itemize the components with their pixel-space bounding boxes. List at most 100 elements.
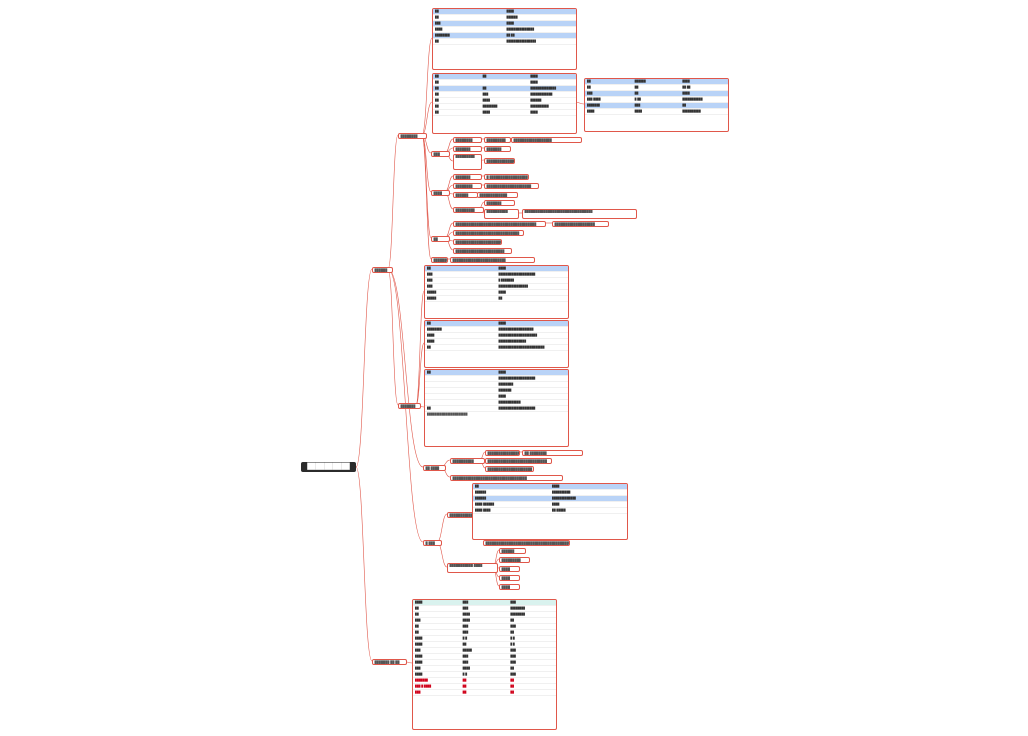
table-row: █████████ [585, 90, 728, 97]
node-n32[interactable]: ██ ████████ [522, 450, 583, 456]
table-cell: ██ [433, 38, 505, 45]
node-n31[interactable]: ████████████████████████████ [485, 450, 520, 456]
root-topic[interactable]: ██████████ [301, 462, 356, 472]
node-n19[interactable]: ██████████ [484, 209, 519, 219]
node-n23[interactable]: ███████████████████ [552, 221, 609, 227]
table-cell [425, 381, 497, 388]
table-cell: ████ [413, 600, 461, 606]
table-row: ██████████ [413, 659, 556, 666]
branch-d[interactable]: █ ███ [423, 540, 442, 546]
table-cell: ██ ██ [680, 84, 728, 91]
table-row: ████████████████ [473, 489, 627, 496]
node-n13[interactable]: ████████ [453, 183, 482, 189]
table-row: ███████████████████████████ [425, 344, 568, 351]
node-n21[interactable]: ██ [431, 236, 450, 242]
table-row: ██████ [425, 321, 568, 327]
table-cell: ███ [460, 623, 509, 630]
node-n8[interactable]: █████████ [453, 154, 482, 170]
node-n20[interactable]: ████████████████████████████████ [522, 209, 637, 219]
table-cell: ███ ████ [585, 96, 633, 103]
table-cell: █████ [425, 295, 497, 302]
node-n16[interactable]: █████████████ [477, 192, 518, 198]
table-cell: ██ [425, 344, 497, 351]
table-cell: █ █ [508, 635, 556, 642]
node-n41[interactable]: ████ [499, 566, 520, 572]
table-cell: ███ [433, 20, 505, 27]
table-cell: ███████ [413, 677, 461, 684]
table-cell: ███ [508, 653, 556, 660]
branch-a[interactable]: ██████ [372, 267, 393, 273]
table-cell: ██ [632, 90, 681, 97]
node-n6[interactable]: ███████ [453, 146, 482, 152]
table-cell: ██ [433, 74, 481, 80]
table-cell: ██████████ [528, 103, 576, 110]
table-row: ███████████ [413, 647, 556, 654]
node-n11[interactable]: ███████ [453, 174, 482, 180]
table-row: ████ ██████ █████ [473, 507, 627, 514]
table-row: █████████ [413, 617, 556, 624]
table-row: ███████████████████ [473, 495, 627, 502]
table-row: ████████████████████ [425, 375, 568, 382]
table-row: █████████ [425, 289, 568, 296]
table-row: █████████████████████████ [425, 332, 568, 339]
table-cell [425, 387, 497, 394]
node-n22[interactable]: ██████████████████████████████████████ [453, 221, 546, 227]
node-n42[interactable]: ████ [499, 575, 520, 581]
table-cell: ████ [680, 79, 728, 85]
node-n18[interactable]: ███████ [484, 200, 515, 206]
connector [355, 268, 373, 468]
table-cell: ████ [413, 641, 461, 648]
table-cell: ████████████ [528, 91, 576, 98]
node-n39[interactable]: ██████ [499, 548, 526, 554]
table-row: ███████ [413, 689, 556, 696]
node-n37[interactable]: ████████████████████████████████████████… [483, 540, 570, 546]
branch-a2[interactable]: ███████ [398, 403, 421, 409]
table-cell: ███ [585, 90, 633, 97]
table-cell: ████████████████ [504, 38, 576, 45]
table-cell: ██ [680, 102, 728, 109]
node-n33[interactable]: ████████████████████████████ [485, 458, 552, 464]
node-n38[interactable]: ███████████ ████ [447, 563, 498, 573]
table-cell: ███ [425, 271, 497, 278]
table-row: ████████ [425, 381, 568, 388]
node-n43[interactable]: ████ [499, 584, 520, 590]
branch-c1[interactable]: ██ ████ [423, 465, 446, 471]
node-n35[interactable]: ███████████████████████████████████ [450, 475, 563, 481]
table-cell: ████ [504, 9, 576, 15]
table-row: ██████████████ [413, 611, 556, 618]
table-cell: ████ [680, 90, 728, 97]
node-n30[interactable]: ██████████ [450, 458, 485, 464]
table-row: █████ ████ [413, 671, 556, 678]
table-row: ███████ █ [413, 641, 556, 648]
table-row: ██████████████████ [585, 108, 728, 115]
node-n27[interactable]: ████████ [431, 257, 448, 263]
table-cell: ███ [508, 600, 556, 606]
node-n5[interactable]: ██████████████████ [511, 137, 582, 143]
node-n2[interactable]: ███ [431, 151, 450, 157]
branch-e[interactable]: ███████ ██ ██ [372, 659, 407, 665]
table-cell: ████████ [496, 381, 568, 388]
node-n34[interactable]: █████████████████████ [485, 466, 534, 472]
node-n12[interactable]: █ ██████████████████ [484, 174, 529, 180]
table-cell: ██ [508, 665, 556, 672]
table-row: ██████ ██ [585, 84, 728, 91]
node-n10[interactable]: ████ [431, 190, 450, 196]
node-n4[interactable]: █████████ [484, 137, 511, 143]
node-n24[interactable]: ██████████████████████████████ [453, 230, 524, 236]
node-n14[interactable]: █████████████████████ [484, 183, 539, 189]
node-n17[interactable]: █████████ [453, 207, 484, 213]
node-n7[interactable]: ███████ [484, 146, 511, 152]
node-n26[interactable]: ███████████████████████ [453, 248, 512, 254]
node-n3[interactable]: ████████ [453, 137, 482, 143]
node-n28[interactable]: █████████████████████████ [450, 257, 535, 263]
table-row: ████████ [413, 623, 556, 630]
table-cell: ██ [460, 641, 509, 648]
node-n25[interactable]: ███████████████████████ [453, 239, 502, 245]
table-row: ████████████████████ [433, 103, 576, 110]
table-row: ██████ [433, 9, 576, 15]
table-cell: ██ [508, 629, 556, 636]
node-n9[interactable]: █████████████ [484, 158, 515, 164]
node-n15[interactable]: ██████ [453, 192, 478, 198]
branch-a1[interactable]: ████████ [398, 133, 427, 139]
node-n40[interactable]: █████████ [499, 557, 530, 563]
